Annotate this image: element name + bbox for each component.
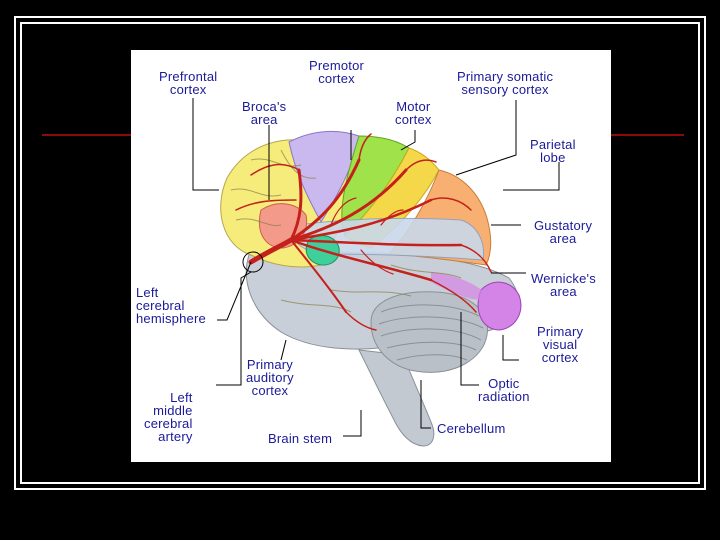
- label-premotor-cortex: Premotor cortex: [309, 58, 365, 86]
- label-wernickes-area: Wernicke's area: [531, 271, 596, 299]
- label-cerebellum: Cerebellum: [437, 421, 506, 436]
- label-optic-radiation: Optic radiation: [478, 376, 530, 404]
- cortical-sulci: [230, 149, 462, 313]
- brain-stem-shape: [358, 349, 435, 447]
- brain-diagram-figure: Prefrontal cortex Premotor cortex Primar…: [131, 50, 611, 462]
- slide-frame-outer: [14, 16, 706, 490]
- slide-frame-inner: [20, 22, 700, 484]
- label-primary-auditory-cortex: Primary auditory cortex: [246, 357, 294, 398]
- artery-origin-marker: [242, 251, 264, 273]
- cerebellum-folia: [378, 304, 484, 361]
- label-left-cerebral-hemisphere: Left cerebral hemisphere: [136, 285, 206, 326]
- brain-illustration: [192, 98, 560, 447]
- label-prefrontal-cortex: Prefrontal cortex: [159, 69, 218, 97]
- accent-rule-left: [42, 134, 137, 136]
- label-primary-visual-cortex: Primary visual cortex: [537, 324, 584, 365]
- cerebellum-shape: [370, 291, 488, 373]
- label-gustatory-area: Gustatory area: [534, 218, 593, 246]
- label-left-middle-cerebral-artery: Left middle cerebral artery: [144, 390, 193, 444]
- leader-lines: [192, 98, 560, 437]
- premotor-region-shape: [288, 130, 360, 223]
- visual-region-shape: [477, 281, 522, 331]
- label-brain-stem: Brain stem: [268, 431, 333, 446]
- optic-radiation-shape: [431, 272, 491, 300]
- middle-cerebral-artery-branches: [235, 133, 492, 331]
- label-brocas-area: Broca's area: [242, 99, 287, 127]
- label-primary-somatic-sensory-cortex: Primary somatic sensory cortex: [457, 69, 554, 97]
- label-parietal-lobe: Parietal lobe: [530, 137, 576, 165]
- label-motor-cortex: Motor cortex: [395, 99, 432, 127]
- accent-rule-right: [604, 134, 684, 136]
